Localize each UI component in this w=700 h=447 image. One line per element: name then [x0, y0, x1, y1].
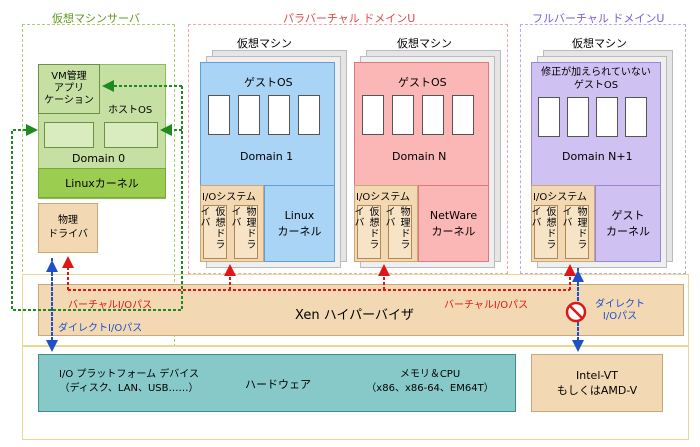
phys-driver-line1: 物理 — [58, 215, 78, 226]
domN1-guest-kernel: ゲスト カーネル — [595, 185, 661, 262]
domN-virtual-driver: 仮想ドライバ — [352, 205, 381, 259]
intel-vt-box: Intel-VT もしくはAMD-V — [531, 354, 663, 412]
domN-kernel-line2: カーネル — [431, 224, 476, 238]
para-domain-region — [188, 24, 508, 274]
domN1-app-2 — [567, 97, 589, 137]
dom1-kernel-line2: カーネル — [277, 224, 322, 238]
domN-app-2 — [392, 95, 414, 135]
dom1-app-3 — [268, 95, 290, 135]
domN1-domain-label: Domain N+1 — [562, 150, 633, 163]
vm-mgmt-line2: アプリ — [54, 83, 84, 94]
domN1-virtual-driver: 仮想ドライバ — [529, 205, 558, 259]
domN-io-label: I/Oシステム — [356, 192, 410, 203]
host-os-slot-2 — [104, 122, 158, 148]
memory-cpu: メモリ＆CPU （x86、x86-64、EM64T） — [350, 362, 510, 402]
direct-io-right-line1: ダイレクト — [595, 299, 645, 310]
domN-netware-kernel: NetWare カーネル — [418, 185, 489, 262]
dom1-app-1 — [208, 95, 230, 135]
dom0-physical-driver: 物理 ドライバ — [38, 203, 98, 253]
hardware-label: ハードウェア — [245, 378, 311, 391]
direct-io-right-line2: I/Oパス — [602, 311, 638, 322]
domN-physical-driver: 物理ドライバ — [383, 205, 412, 259]
dom1-physical-driver: 物理ドライバ — [229, 205, 258, 259]
dom1-app-2 — [238, 95, 260, 135]
domN-app-3 — [422, 95, 444, 135]
domN1-guest-line1: 修正が加えられていない — [541, 67, 651, 78]
io-platform-line2: （ディスク、LAN、USB……） — [59, 383, 199, 394]
dom1-virtual-driver: 仮想ドライバ — [198, 205, 227, 259]
outer-hardware-frame — [22, 346, 689, 440]
virtual-server-label: 仮想マシンサーバ — [52, 12, 140, 25]
host-os-label: ホストOS — [108, 105, 153, 116]
io-platform-devices: I/O プラットフォーム デバイス （ディスク、LAN、USB……） — [44, 362, 214, 402]
vm-mgmt-line3: ケーション — [44, 95, 94, 106]
domN-app-4 — [452, 95, 474, 135]
dom1-kernel-line1: Linux — [284, 208, 315, 222]
hardware-bar — [38, 354, 516, 412]
domN1-app-4 — [625, 97, 647, 137]
domN-app-1 — [362, 95, 384, 135]
direct-io-path-right: ダイレクト I/Oパス — [590, 298, 650, 324]
virtual-io-path-right: バーチャルI/Oパス — [444, 300, 529, 311]
memory-cpu-line1: メモリ＆CPU — [399, 369, 461, 380]
intel-vt-line1: Intel-VT — [576, 369, 618, 382]
domain0-label: Domain 0 — [72, 152, 126, 165]
domN1-app-3 — [596, 97, 618, 137]
domN1-kernel-line1: ゲスト — [611, 208, 645, 222]
intel-vt-line2: もしくはAMD-V — [556, 384, 638, 397]
domN-vm-label: 仮想マシン — [397, 37, 452, 50]
domN-domain-label: Domain N — [392, 150, 447, 163]
domN1-app-1 — [538, 97, 560, 137]
full-domain-label: フルバーチャル ドメインU — [532, 12, 665, 25]
domN1-guest-os: 修正が加えられていない ゲストOS — [531, 66, 661, 92]
domN1-physical-driver: 物理ドライバ — [560, 205, 589, 259]
domN-kernel-line1: NetWare — [429, 208, 478, 222]
dom1-io-label: I/Oシステム — [202, 192, 256, 203]
dom1-linux-kernel: Linux カーネル — [264, 185, 335, 262]
full-domain-region — [520, 24, 686, 274]
domN-guest-os: ゲストOS — [398, 76, 447, 89]
dom0-linux-kernel: Linuxカーネル — [38, 168, 166, 198]
memory-cpu-line2: （x86、x86-64、EM64T） — [366, 383, 494, 394]
domN1-kernel-line2: カーネル — [606, 224, 650, 238]
para-domain-label: パラバーチャル ドメインU — [283, 12, 416, 25]
domN1-io-label: I/Oシステム — [533, 192, 587, 203]
phys-driver-line2: ドライバ — [48, 229, 88, 240]
virtual-io-path-left: バーチャルI/Oパス — [68, 300, 153, 311]
dom1-app-4 — [298, 95, 320, 135]
vm-management-app: VM管理 アプリ ケーション — [38, 64, 100, 114]
dom1-vm-label: 仮想マシン — [237, 37, 292, 50]
direct-io-path-left: ダイレクトI/Oパス — [58, 323, 143, 334]
host-os-slot-1 — [44, 122, 94, 148]
io-platform-line1: I/O プラットフォーム デバイス — [59, 369, 199, 380]
domN1-vm-label: 仮想マシン — [572, 37, 627, 50]
xen-hypervisor-label: Xen ハイパーバイザ — [295, 308, 415, 323]
dom1-domain-label: Domain 1 — [240, 150, 294, 163]
domN1-guest-line2: ゲストOS — [573, 80, 619, 91]
dom1-guest-os: ゲストOS — [244, 76, 293, 89]
vm-mgmt-line1: VM管理 — [51, 71, 87, 82]
